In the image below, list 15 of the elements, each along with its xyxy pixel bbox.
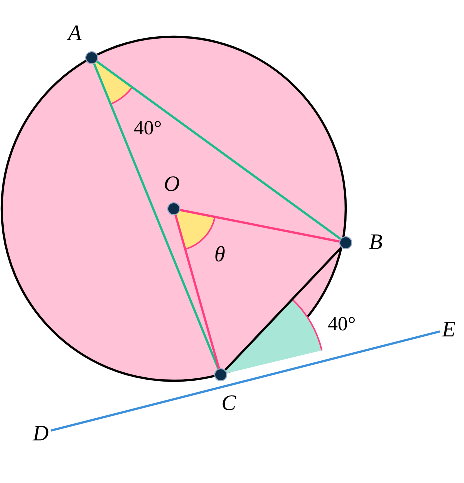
line-segment (224, 246, 342, 372)
point-label: A (67, 26, 82, 40)
line-segment (96, 60, 342, 240)
line-segment (174, 214, 220, 370)
angle-label: 40° (134, 121, 162, 135)
line-segment (180, 209, 340, 243)
angle-label: 40° (328, 317, 356, 331)
tangent-line (50, 330, 440, 432)
point-label: D (32, 426, 49, 441)
point-label: E (442, 322, 456, 337)
point-label: B (369, 234, 382, 250)
point-label: C (222, 396, 237, 410)
point-label: O (165, 176, 180, 192)
angle-label: θ (216, 246, 225, 262)
line-segment (93, 64, 220, 370)
